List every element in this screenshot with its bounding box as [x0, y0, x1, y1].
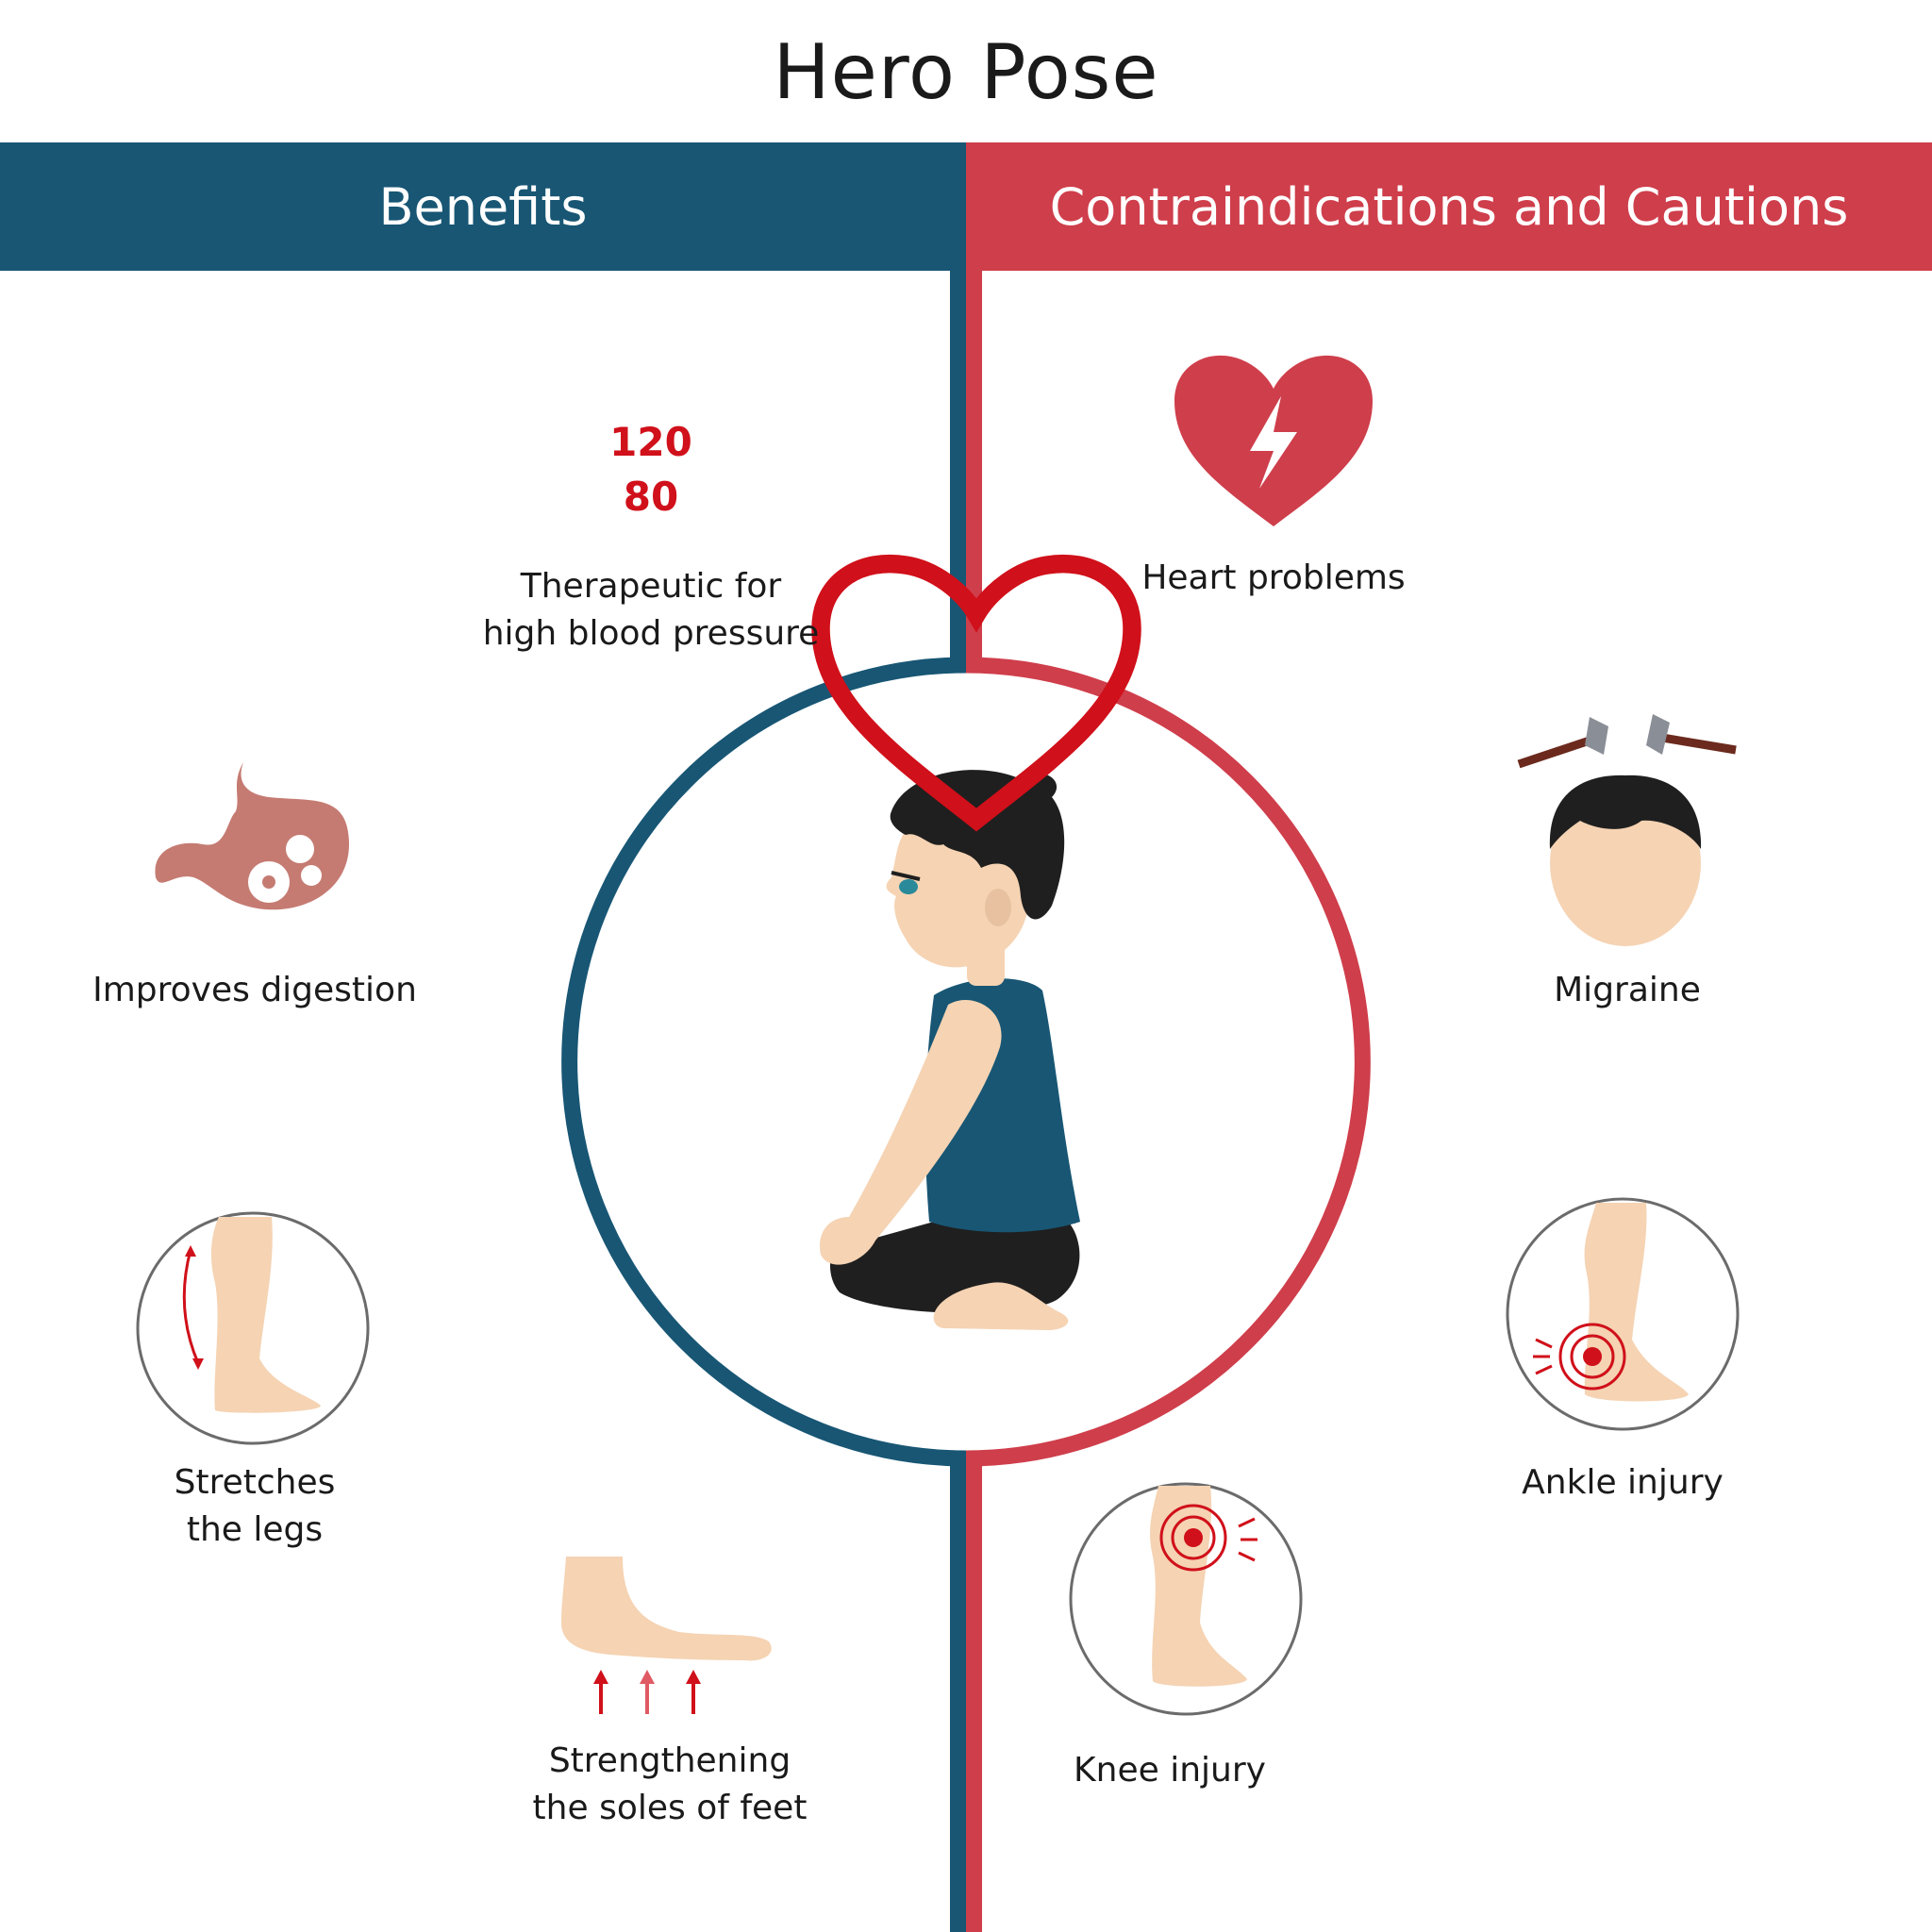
label-line: Strengthening — [548, 1741, 791, 1780]
benefit-label-legs: Stretches the legs — [94, 1459, 415, 1554]
person-hero-pose-icon — [820, 770, 1080, 1330]
benefit-label-digestion: Improves digestion — [85, 967, 425, 1014]
label-line: Knee injury — [1074, 1751, 1266, 1790]
knee-pain-icon — [1069, 1482, 1303, 1716]
leg-stretch-icon — [136, 1211, 370, 1445]
caution-label-heart: Heart problems — [1123, 555, 1424, 602]
benefits-header: Benefits — [0, 142, 966, 271]
page-title: Hero Pose — [773, 28, 1159, 116]
benefit-label-soles: Strengthening the soles of feet — [500, 1738, 840, 1832]
cautions-header: Contraindications and Cautions — [966, 142, 1932, 271]
blood-pressure-heart-icon — [811, 554, 1141, 832]
stomach-gears-icon — [155, 762, 349, 910]
migraine-head-icon — [1517, 714, 1737, 946]
benefit-label-blood-pressure: Therapeutic for high blood pressure — [453, 563, 849, 658]
center-circle — [561, 657, 1371, 1467]
caution-label-migraine: Migraine — [1500, 967, 1755, 1014]
ankle-pain-icon — [1506, 1197, 1740, 1431]
cautions-header-label: Contraindications and Cautions — [1049, 176, 1849, 237]
label-line: the legs — [186, 1510, 324, 1549]
column-divider — [950, 271, 982, 1932]
label-line: Heart problems — [1141, 558, 1406, 597]
label-line: Improves digestion — [92, 971, 417, 1009]
heart-lightning-icon — [1174, 355, 1373, 526]
label-line: Migraine — [1554, 971, 1701, 1009]
benefits-header-label: Benefits — [378, 176, 588, 237]
systolic-value: 120 — [609, 419, 692, 465]
blood-pressure-readout: 120 80 — [585, 415, 717, 525]
label-line: high blood pressure — [482, 614, 820, 653]
diastolic-value: 80 — [623, 474, 679, 520]
label-line: Therapeutic for — [520, 567, 782, 606]
caution-label-ankle: Ankle injury — [1491, 1459, 1755, 1507]
caution-label-knee: Knee injury — [1057, 1747, 1283, 1794]
label-line: the soles of feet — [532, 1789, 808, 1827]
foot-sole-icon — [561, 1557, 772, 1714]
label-line: Ankle injury — [1522, 1463, 1724, 1502]
label-line: Stretches — [174, 1463, 336, 1502]
